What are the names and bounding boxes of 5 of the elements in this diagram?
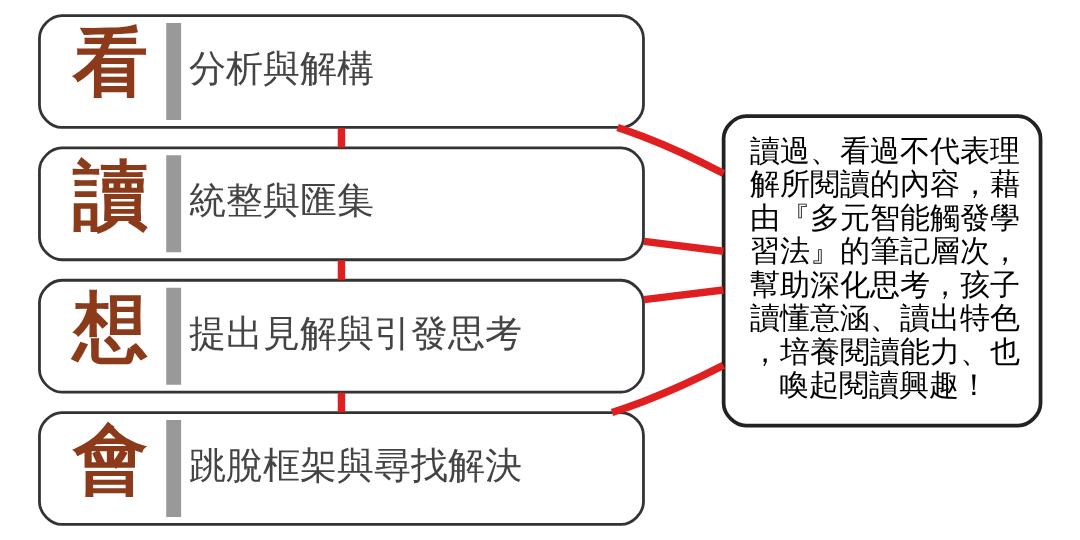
node-box: 讀過、看過不代表理解所閱讀的內容，藉由『多元智能觸發學習法』的筆記層次，幫助深化思考，孩子讀懂意涵、讀出特色，培養閱讀能力、也喚起閱讀興趣！ — [721, 114, 1043, 428]
node-box: 讀 統整與匯集 — [38, 146, 645, 262]
node-box: 想 提出見解與引發思考 — [38, 278, 645, 394]
node-box: 看 分析與解構 — [38, 14, 645, 129]
node-box: 會 跳脫框架與尋找解決 — [38, 411, 645, 526]
